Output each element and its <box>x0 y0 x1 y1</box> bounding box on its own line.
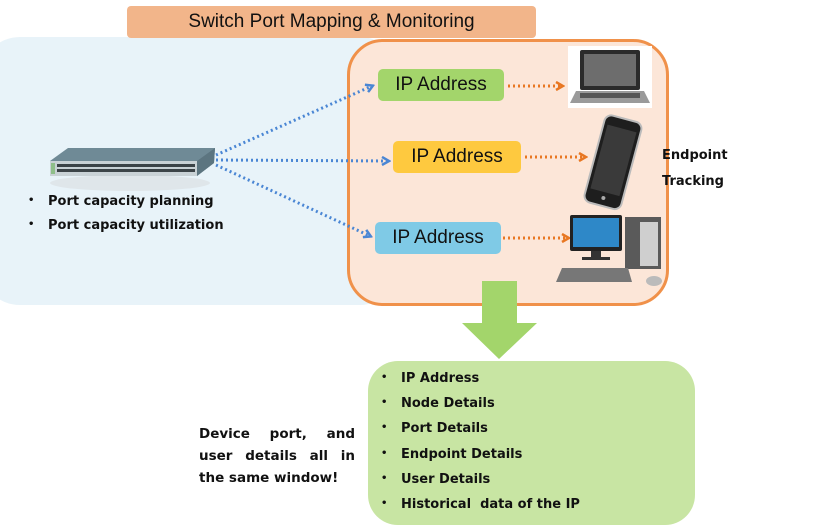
list-item: Port capacity utilization <box>28 218 224 242</box>
smartphone-icon <box>583 114 643 211</box>
summary-note: Device port, and user details all in the… <box>199 426 355 486</box>
ip-address-badge-3: IP Address <box>375 222 501 254</box>
desktop-computer-icon <box>556 215 662 286</box>
network-switch-icon <box>50 148 215 191</box>
laptop-icon <box>568 46 652 108</box>
details-list: IP Address Node Details Port Details End… <box>381 371 580 522</box>
endpoint-label-line-1: Endpoint <box>662 148 728 163</box>
endpoint-label-line-2: Tracking <box>662 174 724 189</box>
ip-address-badge-1: IP Address <box>378 69 504 101</box>
list-item: IP Address <box>381 371 580 396</box>
flow-down-arrow <box>462 281 537 359</box>
switch-link-2 <box>215 160 388 161</box>
list-item: User Details <box>381 472 580 497</box>
list-item: Endpoint Details <box>381 447 580 472</box>
list-item: Port capacity planning <box>28 194 224 218</box>
list-item: Node Details <box>381 396 580 421</box>
switch-feature-list: Port capacity planning Port capacity uti… <box>28 194 224 242</box>
switch-link-3 <box>215 163 370 236</box>
list-item: Port Details <box>381 421 580 446</box>
diagram-title: Switch Port Mapping & Monitoring <box>127 6 536 38</box>
ip-address-badge-2: IP Address <box>393 141 521 173</box>
endpoint-tracking-label: Endpoint Tracking <box>662 143 728 195</box>
list-item: Historical data of the IP <box>381 497 580 522</box>
switch-link-1 <box>215 86 372 157</box>
